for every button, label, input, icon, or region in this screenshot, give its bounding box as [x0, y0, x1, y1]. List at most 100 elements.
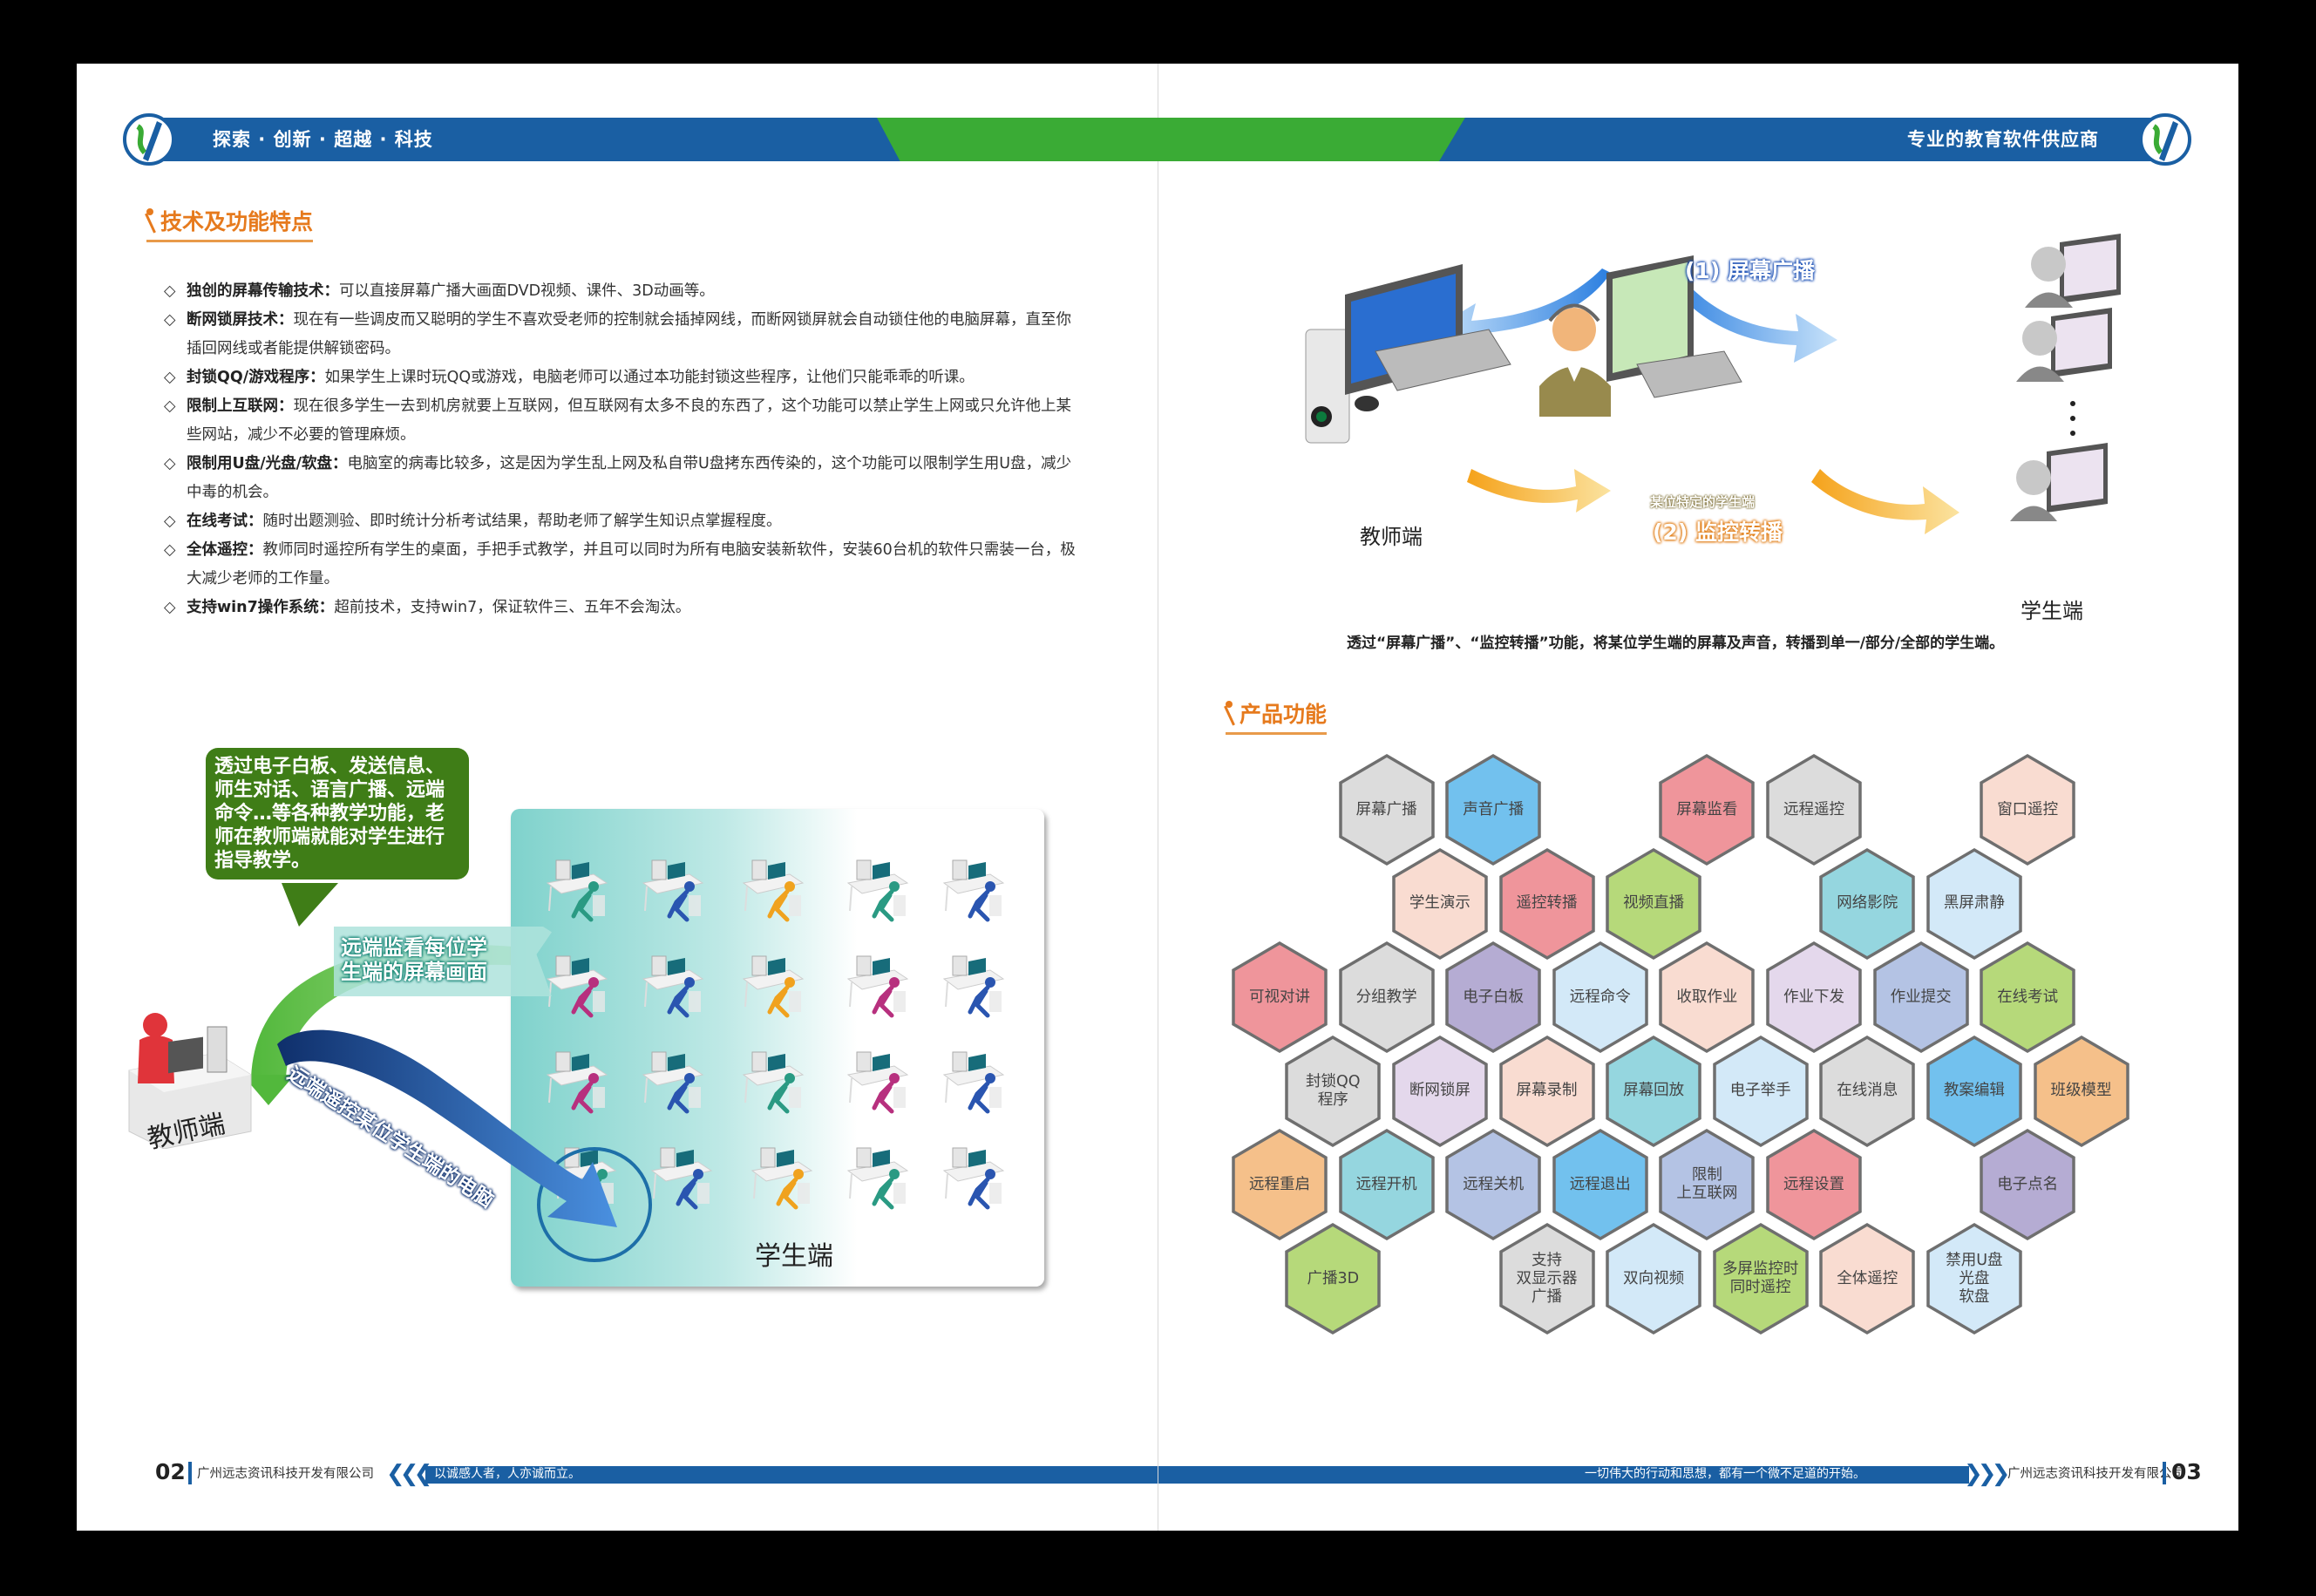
product-function-label: 远程遥控 [1783, 800, 1844, 818]
product-function-label: 远程退出 [1569, 1175, 1631, 1193]
product-function-hex: 屏幕广播 [1338, 753, 1436, 866]
student-desk-icon [546, 955, 608, 1018]
header-slogan-left: 探索 · 创新 · 超越 · 科技 [213, 129, 433, 150]
student-computer-icon [2016, 308, 2112, 382]
product-function-hex: 电子点名 [1979, 1128, 2076, 1241]
footer-divider [188, 1462, 192, 1484]
specific-student-icon [1539, 255, 1742, 417]
student-desk-icon [642, 859, 704, 922]
product-function-label: 作业下发 [1783, 988, 1844, 1006]
header-slogan-right: 专业的教育软件供应商 [1907, 129, 2099, 150]
feature-title: 限制用U盘/光盘/软盘： [187, 455, 348, 472]
feature-title: 独创的屏幕传输技术： [187, 282, 339, 300]
product-function-hex: 黑屏肃静 [1925, 847, 2023, 961]
product-function-hex: 屏幕回放 [1605, 1035, 1702, 1148]
page-number-right: 03 [2171, 1459, 2202, 1484]
brochure-spread: 探索 · 创新 · 超越 · 科技 专业的教育软件供应商 技术及功能特点 ◇独创… [77, 64, 2238, 1531]
product-function-label: 遥控转播 [1516, 894, 1578, 913]
student-desk-icon [846, 1051, 909, 1114]
product-function-hex: 远程开机 [1338, 1128, 1436, 1241]
feature-description: 随时出题测验、即时统计分析考试结果，帮助老师了解学生知识点掌握程度。 [262, 513, 782, 530]
feature-description: 电脑室的病毒比较多，这是因为学生乱上网及私自带U盘拷东西传染的，这个功能可以限制… [187, 455, 1072, 501]
student-desk-icon [942, 859, 1005, 922]
diamond-bullet-icon: ◇ [164, 541, 176, 559]
product-function-hex: 远程关机 [1444, 1128, 1542, 1241]
feature-title: 在线考试： [187, 513, 263, 530]
teacher-desk-icon [128, 1013, 252, 1149]
product-function-hex: 在线消息 [1818, 1035, 1916, 1148]
product-function-label: 多屏监控时 同时遥控 [1722, 1260, 1799, 1296]
diamond-bullet-icon: ◇ [164, 397, 176, 415]
product-function-label: 支持 双显示器 广播 [1516, 1251, 1578, 1306]
product-function-hex: 教案编辑 [1925, 1035, 2023, 1148]
header-band-right [1439, 118, 2180, 161]
diagram-student-label: 学生端 [2021, 599, 2083, 623]
header-band-center [877, 118, 1522, 161]
feature-item: ◇限制上互联网：现在很多学生一去到机房就要上互联网，但互联网有太多不良的东西了，… [164, 392, 1079, 450]
product-function-hex: 远程遥控 [1765, 753, 1863, 866]
student-desk-icon [742, 1051, 805, 1114]
product-function-label: 远程重启 [1249, 1175, 1310, 1193]
product-function-hex: 在线考试 [1979, 941, 2076, 1054]
product-function-label: 窗口遥控 [1997, 800, 2059, 818]
monitor-callout-text: 远端监看每位学生端的屏幕画面 [341, 935, 487, 984]
student-desk-icon [942, 955, 1005, 1018]
diamond-bullet-icon: ◇ [164, 455, 176, 472]
student-desk-icon [546, 1051, 608, 1114]
product-function-hex: 屏幕录制 [1498, 1035, 1596, 1148]
product-function-label: 声音广播 [1463, 800, 1525, 818]
product-function-label: 远程设置 [1783, 1175, 1844, 1193]
product-function-hex: 电子举手 [1712, 1035, 1810, 1148]
product-function-hex: 断网锁屏 [1391, 1035, 1489, 1148]
feature-item: ◇全体遥控：教师同时遥控所有学生的桌面，手把手式教学，并且可以同时为所有电脑安装… [164, 536, 1079, 594]
product-function-hex: 双向视频 [1605, 1222, 1702, 1335]
blue-curved-arrow [277, 1029, 617, 1227]
product-function-label: 屏幕监看 [1676, 800, 1738, 818]
feature-item: ◇ 限制用U盘/光盘/软盘：电脑室的病毒比较多，这是因为学生乱上网及私自带U盘拷东… [164, 450, 1079, 507]
product-function-hex: 远程退出 [1552, 1128, 1649, 1241]
monitor-callout: 远端监看每位学生端的屏幕画面 [341, 935, 487, 984]
product-function-hex: 作业下发 [1765, 941, 1863, 1054]
chevrons-left-icon: ❮❮❮ [386, 1461, 432, 1487]
teaching-functions-bubble: 透过电子白板、发送信息、师生对话、语言广播、远端命令…等各种教学功能，老师在教师… [206, 748, 469, 879]
product-function-label: 屏幕录制 [1516, 1082, 1578, 1100]
product-function-label: 屏幕回放 [1623, 1082, 1685, 1100]
diamond-bullet-icon: ◇ [164, 369, 176, 386]
footer-divider [2163, 1462, 2166, 1484]
monitor-relay-title: (2) 监控转播 [1653, 520, 1783, 545]
feature-title: 支持win7操作系统： [187, 599, 335, 616]
product-function-label: 屏幕广播 [1355, 800, 1417, 818]
feature-title: 限制上互联网： [187, 397, 294, 415]
product-function-hex: 分组教学 [1338, 941, 1436, 1054]
product-function-label: 广播3D [1307, 1269, 1360, 1287]
student-desk-icon [742, 859, 805, 922]
product-function-label: 远程关机 [1463, 1175, 1525, 1193]
product-function-label: 在线消息 [1837, 1082, 1898, 1100]
diagram-teacher-label: 教师端 [1360, 525, 1423, 549]
student-desk-icon [642, 1051, 704, 1114]
product-function-label: 远程命令 [1569, 988, 1631, 1006]
feature-item: ◇独创的屏幕传输技术：可以直接屏幕广播大画面DVD视频、课件、3D动画等。 [164, 277, 1079, 306]
product-function-hex: 学生演示 [1391, 847, 1489, 961]
page-number-left: 02 [155, 1459, 186, 1484]
product-function-hex: 视频直播 [1605, 847, 1702, 961]
product-function-hex: 禁用U盘 光盘 软盘 [1925, 1222, 2023, 1335]
section-title-features: 技术及功能特点 [146, 205, 314, 242]
product-function-label: 电子白板 [1463, 988, 1525, 1006]
diamond-bullet-icon: ◇ [164, 599, 176, 616]
product-function-hex: 遥控转播 [1498, 847, 1596, 961]
specific-student-label: 某位特定的学生端 [1650, 494, 1756, 510]
diagram-caption: 透过“屏幕广播”、“监控转播”功能，将某位学生端的屏幕及声音，转播到单一/部分/… [1347, 635, 2005, 652]
product-function-label: 在线考试 [1997, 988, 2059, 1006]
footer-motto-left: 以诚感人者，人亦诚而立。 [434, 1467, 581, 1481]
student-desk-icon [846, 859, 909, 922]
product-function-label: 学生演示 [1409, 894, 1470, 913]
diamond-bullet-icon: ◇ [164, 513, 176, 530]
product-function-label: 网络影院 [1837, 894, 1898, 913]
product-function-label: 远程开机 [1355, 1175, 1417, 1193]
student-computer-icon [2010, 443, 2108, 521]
product-function-label: 分组教学 [1355, 988, 1417, 1006]
feature-description: 可以直接屏幕广播大画面DVD视频、课件、3D动画等。 [339, 282, 715, 300]
product-function-hex: 封锁QQ 程序 [1284, 1035, 1382, 1148]
product-function-label: 限制 上互联网 [1676, 1166, 1738, 1203]
